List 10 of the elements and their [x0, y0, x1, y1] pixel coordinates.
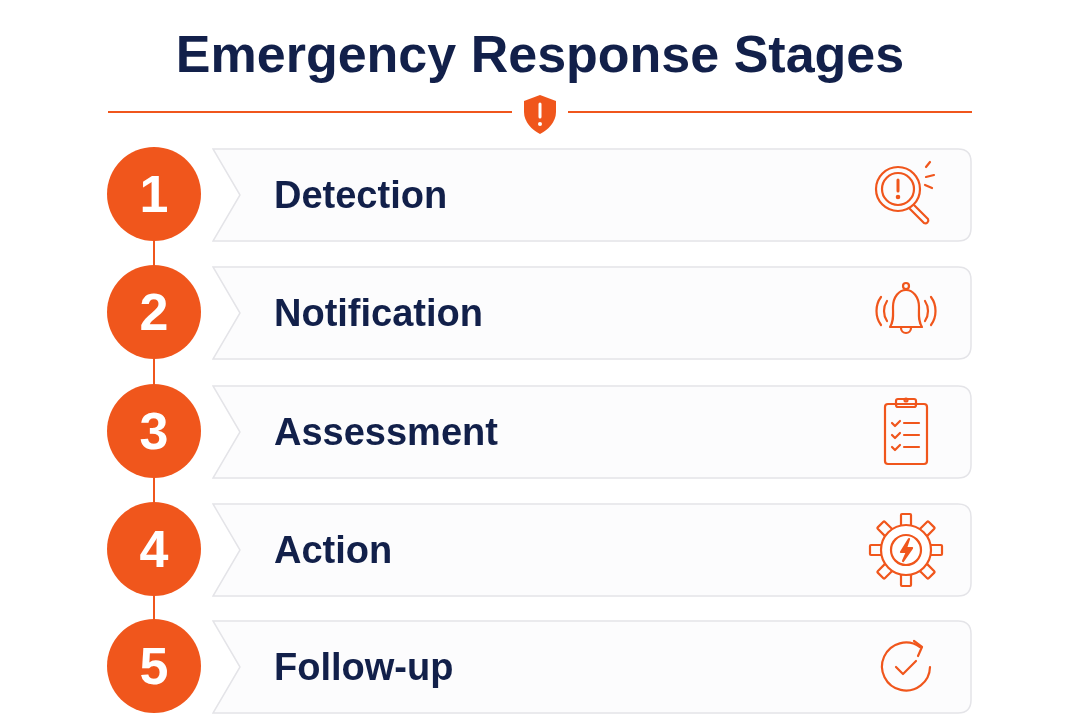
stage-card: Follow-up	[212, 620, 972, 714]
stage-card: Assessment	[212, 385, 972, 479]
connector-line	[153, 240, 155, 266]
stage-card: Action	[212, 503, 972, 597]
connector-line	[153, 358, 155, 385]
stage-card: Detection	[212, 148, 972, 242]
stage-card: Notification	[212, 266, 972, 360]
connector-line	[153, 595, 155, 620]
connector-line	[153, 477, 155, 503]
title: Emergency Response Stages	[174, 24, 906, 85]
